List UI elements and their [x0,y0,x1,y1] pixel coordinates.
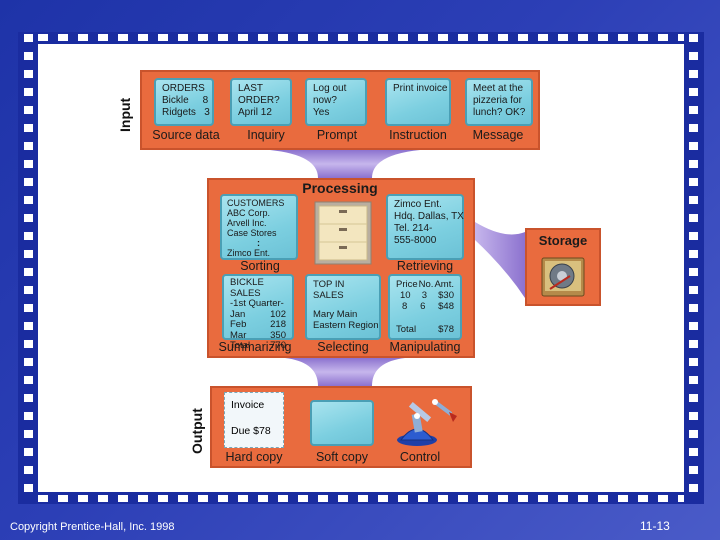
source-data-line: Ridgets 3 [162,107,210,118]
film-holes-top [38,34,684,41]
prompt-label: Prompt [316,128,358,142]
output-title: Output [189,408,205,454]
copyright-text: Copyright Prentice-Hall, Inc. 1998 [10,521,175,533]
storage-title: Storage [538,233,588,248]
retrieving-label: Retrieving [396,259,454,273]
retrieving-line: Zimco Ent. [394,199,442,210]
prompt-screen: Log out now? Yes [305,78,367,126]
retrieving-screen: Zimco Ent. Hdq. Dallas, TX Tel. 214- 555… [386,194,464,260]
instruction-line: Print invoice [393,83,448,94]
inquiry-line: ORDER? [238,95,280,106]
soft-copy-screen [310,400,374,446]
message-line: lunch? OK? [473,107,526,118]
manipulating-label: Manipulating [389,340,461,354]
retrieving-line: Tel. 214- [394,223,433,234]
sorting-line: Case Stores [227,228,277,238]
connector-processing-storage [475,222,525,298]
inquiry-line: LAST [238,83,264,94]
film-holes-right [689,34,698,502]
hard-copy-label: Hard copy [225,450,283,464]
film-holes-left [24,34,33,502]
prompt-line: Log out [313,83,347,94]
source-data-line: Bickle 8 [162,95,209,106]
hard-copy-line: Invoice [231,399,265,411]
summarizing-label: Summarizing [218,340,292,354]
page-number: 11-13 [640,519,670,533]
selecting-line [313,301,373,309]
source-data-screen: ORDERS Bickle 8 Ridgets 3 [154,78,214,126]
inquiry-line: April 12 [238,107,272,118]
processing-title: Processing [302,180,378,196]
message-label: Message [472,128,524,142]
disk-drive-icon [541,257,585,297]
message-screen: Meet at the pizzeria for lunch? OK? [465,78,533,126]
instruction-screen: Print invoice [385,78,451,126]
file-cabinet-icon [314,201,372,265]
selecting-line: TOP IN SALES [313,279,345,301]
film-holes-bottom [38,495,684,502]
sorting-line: ABC Corp. [227,208,271,218]
selecting-line: Eastern Region [313,320,379,331]
robot-arm-icon [397,399,457,446]
source-data-label: Source data [152,128,220,142]
hard-copy-paper: Invoice Due $78 [224,392,284,448]
instruction-label: Instruction [389,128,447,142]
selecting-line: Mary Main [313,309,358,320]
selecting-screen: TOP IN SALES Mary Main Eastern Region [305,274,381,340]
prompt-line: Yes [313,107,330,118]
inquiry-screen: LAST ORDER? April 12 [230,78,292,126]
selecting-label: Selecting [317,340,369,354]
control-label: Control [399,450,441,464]
retrieving-line: 555-8000 [394,235,437,246]
sorting-line: CUSTOMERS [227,198,285,208]
sorting-label: Sorting [240,259,280,273]
sorting-line: : [257,238,260,248]
summarizing-title: BICKLE SALES [230,277,264,299]
source-data-line: ORDERS [162,83,205,94]
sorting-line: Zimco Ent. [227,248,271,258]
hard-copy-line: Due $78 [231,425,271,437]
soft-copy-label: Soft copy [315,450,369,464]
sorting-line: Arvell Inc. [227,218,267,228]
inquiry-label: Inquiry [247,128,285,142]
message-line: pizzeria for [473,95,522,106]
retrieving-line: Hdq. Dallas, TX [394,211,464,222]
input-title: Input [117,97,133,132]
summarizing-subtitle: -1st Quarter- [230,298,284,309]
connector-input-processing [270,150,420,178]
message-line: Meet at the [473,83,524,94]
manipulating-total: Total$78 [396,324,454,335]
sorting-screen: CUSTOMERS ABC Corp. Arvell Inc. Case Sto… [220,194,298,260]
connector-processing-output [285,358,405,386]
prompt-line: now? [313,95,337,106]
